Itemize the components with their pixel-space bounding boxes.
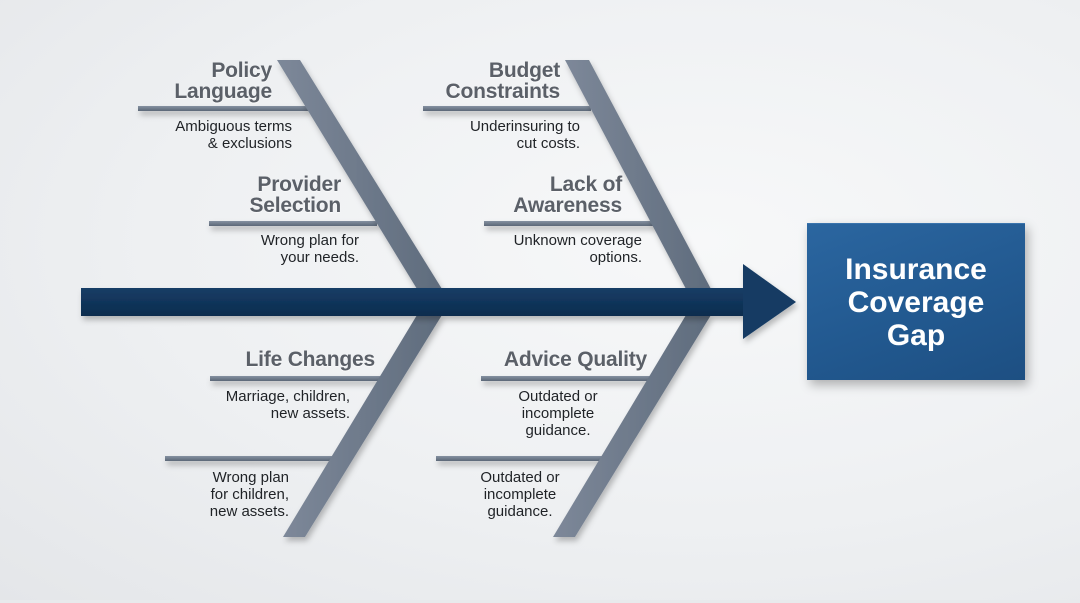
category-provider-selection: Provider Selection <box>249 173 341 217</box>
background-strip <box>0 600 1080 603</box>
description-advice-quality: Outdated or incomplete guidance. <box>518 388 598 439</box>
ribs-bottom <box>165 376 653 461</box>
arrowhead <box>743 264 796 339</box>
description-life-changes-2: Wrong plan for children, new assets. <box>209 469 289 520</box>
description-life-changes: Marriage, children, new assets. <box>225 388 350 422</box>
bone-top-right <box>565 60 711 289</box>
rib-policy-language <box>138 106 308 111</box>
bone-bottom-right <box>553 315 711 537</box>
category-policy-language: Policy Language <box>174 59 272 103</box>
spine <box>81 288 745 316</box>
effect-box: Insurance Coverage Gap <box>807 223 1025 380</box>
rib-advice-quality <box>481 376 653 381</box>
category-advice-quality: Advice Quality <box>503 348 647 371</box>
description-advice-quality-2: Outdated or incomplete guidance. <box>480 469 560 520</box>
description-budget-constraints: Underinsuring to cut costs. <box>469 118 580 152</box>
rib-budget-constraints <box>423 106 591 111</box>
description-lack-of-awareness: Unknown coverage options. <box>513 232 642 266</box>
description-provider-selection: Wrong plan for your needs. <box>260 232 359 266</box>
description-policy-language: Ambiguous terms & exclusions <box>175 118 292 152</box>
rib-life-changes <box>210 376 382 381</box>
effect-label: Insurance Coverage Gap <box>845 252 987 352</box>
category-budget-constraints: Budget Constraints <box>445 59 561 103</box>
ribs-top <box>138 106 654 226</box>
rib-lack-of-awareness <box>484 221 654 226</box>
bone-bottom-left <box>283 315 442 537</box>
category-lack-of-awareness: Lack of Awareness <box>513 173 622 217</box>
spine-arrow <box>81 264 796 339</box>
bones <box>277 60 711 537</box>
rib-life-changes-2 <box>165 456 333 461</box>
category-life-changes: Life Changes <box>245 348 376 371</box>
bone-top-left <box>277 60 442 289</box>
rib-provider-selection <box>209 221 377 226</box>
rib-advice-quality-2 <box>436 456 604 461</box>
